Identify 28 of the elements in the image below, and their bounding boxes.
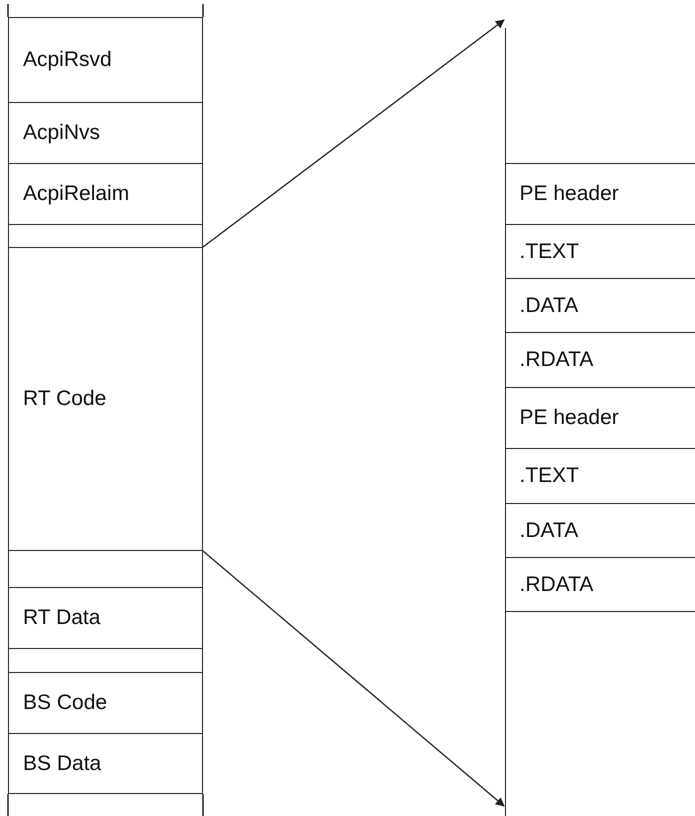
arrow [202, 550, 505, 807]
memory-region [8, 102, 203, 164]
arrow [202, 19, 505, 248]
region-label: PE header [520, 406, 619, 430]
region-label: .DATA [520, 294, 578, 318]
region-label: .RDATA [520, 572, 594, 596]
region-label: RT Code [23, 387, 106, 411]
memory-region [8, 247, 203, 551]
region-label: .DATA [520, 518, 578, 542]
expanded-image-column [505, 28, 695, 816]
region-label: RT Data [23, 606, 100, 630]
region-label: AcpiRelaim [23, 182, 130, 206]
memory-region [8, 672, 203, 734]
region-label: BS Data [23, 752, 102, 776]
region-label: PE header [520, 182, 619, 206]
memory-region [8, 587, 203, 649]
region-label: BS Code [23, 691, 108, 715]
region-label: .TEXT [520, 464, 580, 488]
memory-region [8, 733, 203, 794]
memory-region [8, 648, 203, 673]
memory-region [8, 550, 203, 588]
region-label: .RDATA [520, 348, 594, 372]
memory-region [8, 224, 203, 248]
memory-region [8, 17, 203, 103]
region-label: AcpiRsvd [23, 48, 112, 72]
region-label: .TEXT [520, 240, 580, 264]
memory-region [8, 163, 203, 225]
region-label: AcpiNvs [23, 121, 100, 145]
